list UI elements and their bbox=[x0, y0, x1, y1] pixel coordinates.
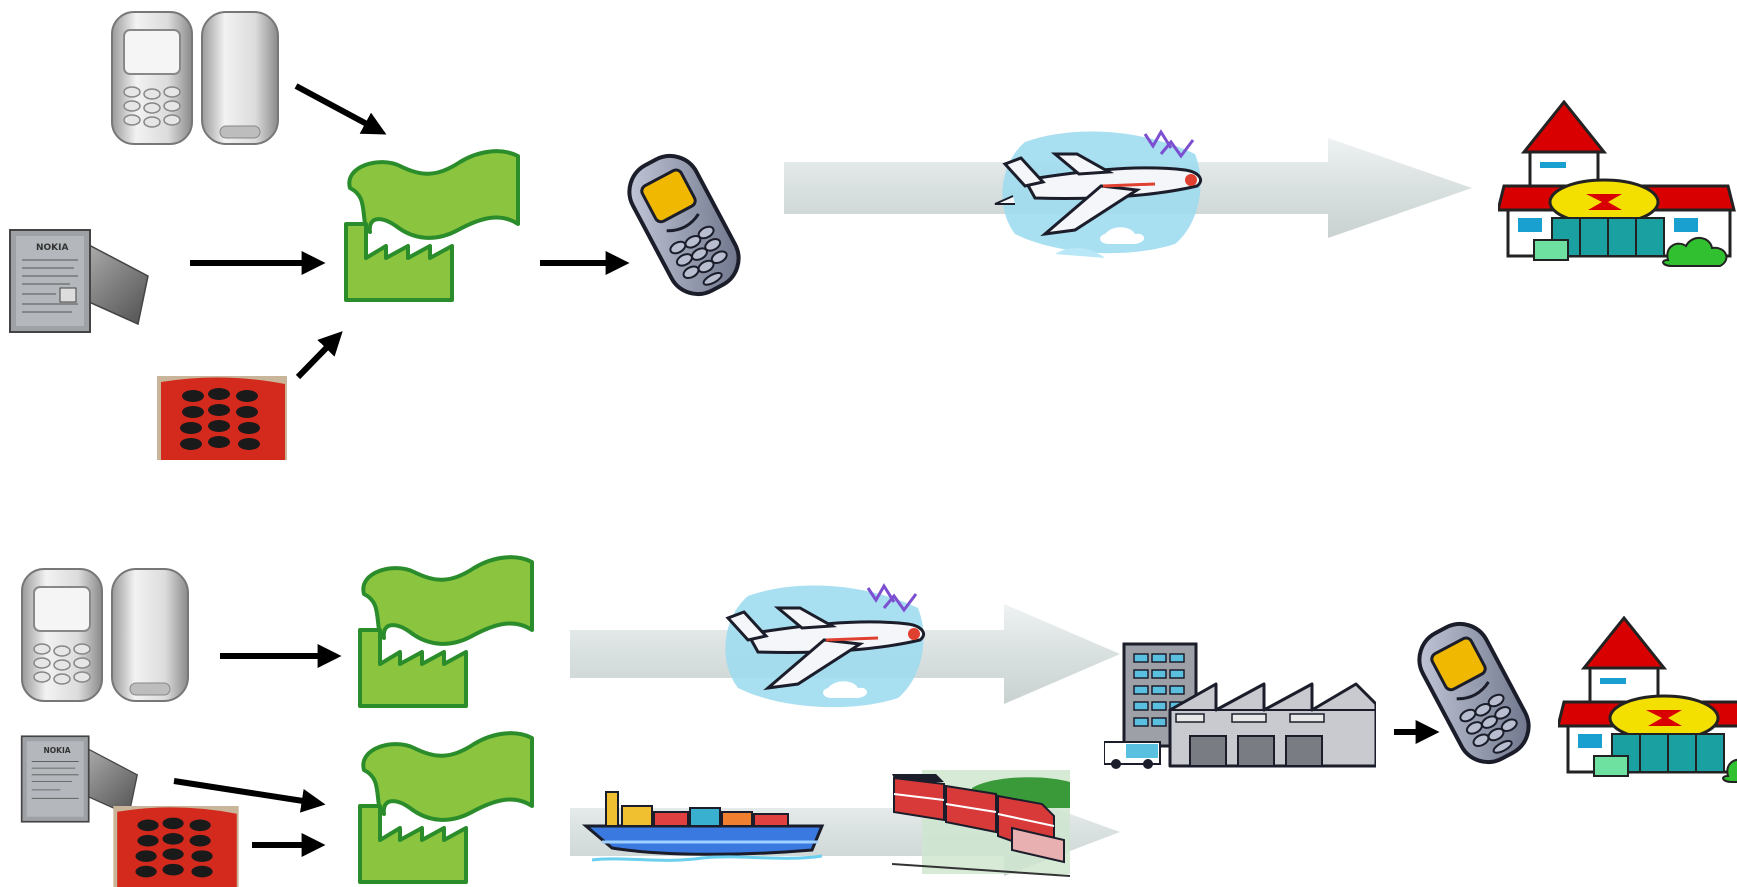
retail-store-icon bbox=[1498, 100, 1737, 280]
arrow-battery-to-factory-2 bbox=[174, 781, 316, 803]
phone-shell-icon bbox=[20, 566, 190, 706]
keypad-icon bbox=[110, 806, 242, 887]
factory-icon bbox=[354, 554, 534, 710]
factory-icon bbox=[340, 148, 520, 304]
arrow-shell-to-factory bbox=[296, 86, 378, 130]
svg-text:NOKIA: NOKIA bbox=[43, 746, 70, 755]
mobile-phone-icon bbox=[616, 150, 752, 300]
warehouse-icon bbox=[1104, 640, 1376, 770]
airplane-icon bbox=[985, 124, 1225, 264]
factory-icon bbox=[354, 730, 534, 886]
arrow-keypad-to-factory bbox=[298, 338, 336, 377]
airplane-icon bbox=[708, 578, 948, 718]
train-icon bbox=[892, 768, 1070, 878]
mobile-phone-icon bbox=[1406, 618, 1542, 768]
cargo-ship-icon bbox=[582, 786, 832, 866]
retail-store-icon bbox=[1558, 616, 1737, 796]
